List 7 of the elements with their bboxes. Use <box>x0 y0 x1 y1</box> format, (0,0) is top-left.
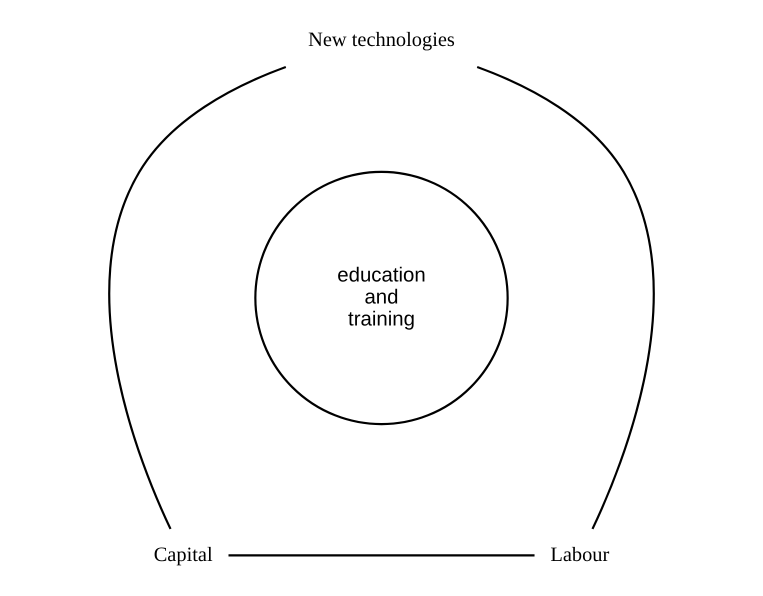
connector <box>228 554 535 556</box>
node-text: New technologies <box>308 29 455 51</box>
node-text: Capital <box>154 544 213 566</box>
connector <box>476 66 655 530</box>
node-text: Labour <box>550 544 610 566</box>
connector <box>108 66 286 530</box>
node-circle: education and training <box>254 170 509 426</box>
